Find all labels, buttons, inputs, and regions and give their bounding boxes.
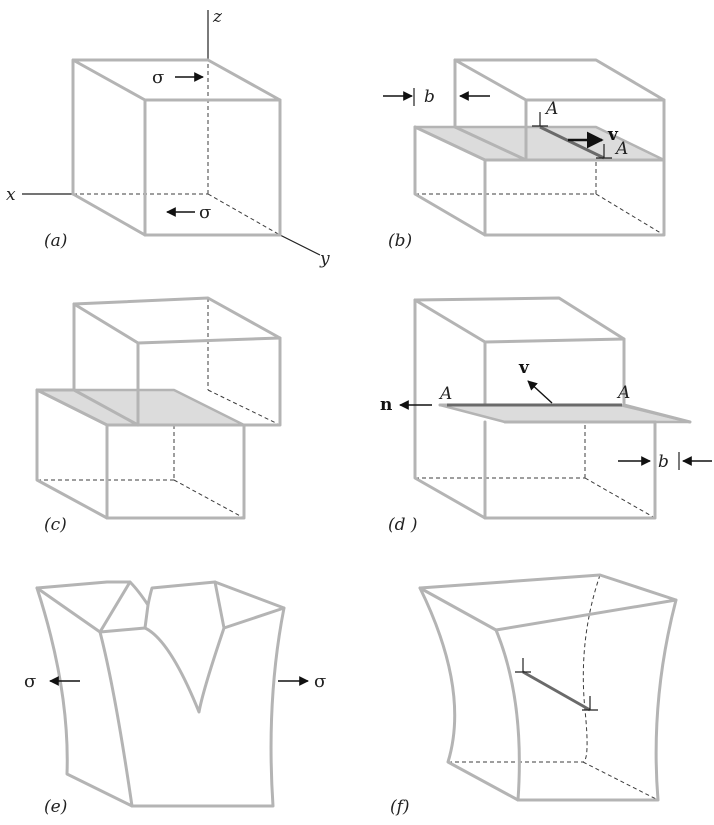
- section-left-label: A: [438, 384, 452, 404]
- block-outline: [418, 573, 678, 802]
- section-left-label: A: [544, 99, 558, 119]
- sigma-top-label: σ: [152, 67, 164, 88]
- block-outline: [35, 296, 282, 520]
- sigma-right-label: σ: [314, 671, 326, 692]
- dislocation-symbol-left: [515, 658, 531, 673]
- cube-bottom-left-edge: [71, 192, 147, 237]
- notched-block-outline: [35, 580, 286, 808]
- dislocation-symbol-right: [596, 144, 612, 159]
- caption-a: (a): [44, 231, 67, 251]
- caption-d: (d ): [388, 515, 418, 535]
- dislocation-symbol-left: [532, 112, 548, 127]
- axis-z-label: z: [212, 7, 223, 27]
- panel-c: (c): [35, 296, 282, 535]
- notch-edges: [98, 580, 286, 714]
- caption-b: (b): [388, 231, 412, 251]
- cube-hidden-edges: [415, 160, 665, 236]
- block-inner-edges: [35, 302, 282, 520]
- normal-label: n: [380, 395, 392, 415]
- velocity-label: v: [607, 125, 619, 145]
- burgers-label: b: [658, 452, 669, 472]
- velocity-arrow: [527, 380, 553, 404]
- panel-e: σ σ (e): [24, 580, 326, 817]
- caption-f: (f): [390, 797, 410, 817]
- sigma-bottom-label: σ: [199, 202, 211, 223]
- slip-plane: [35, 388, 246, 427]
- caption-c: (c): [44, 515, 67, 535]
- panel-d: A A v n b (d ): [380, 296, 712, 535]
- dislocation-line: [539, 125, 605, 160]
- cube-hidden-edges: [73, 60, 281, 236]
- block-hidden-edges: [448, 574, 659, 801]
- sigma-left-label: σ: [24, 671, 36, 692]
- section-right-label: A: [614, 139, 628, 159]
- burgers-label: b: [424, 87, 435, 107]
- axis-x-label: x: [6, 185, 16, 205]
- block-outline: [413, 58, 666, 237]
- dislocation-symbol-right: [582, 696, 598, 711]
- caption-e: (e): [44, 797, 67, 817]
- cube-hidden-edges: [415, 420, 656, 519]
- axis-y-label: y: [319, 249, 330, 269]
- notch-back-edges: [98, 580, 150, 634]
- coordinate-axes: [22, 10, 321, 256]
- panel-a: σ σ z x y (a): [6, 7, 330, 269]
- dislocation-line: [522, 670, 591, 712]
- front-left-edge: [35, 586, 134, 808]
- panel-f: (f): [390, 573, 678, 817]
- cube-outline: [71, 58, 282, 237]
- section-right-label: A: [616, 383, 630, 403]
- block-inner-edges: [413, 58, 666, 237]
- panel-b: b A A v (b): [383, 58, 666, 251]
- velocity-label: v: [518, 358, 530, 378]
- block-front-edges: [418, 586, 678, 802]
